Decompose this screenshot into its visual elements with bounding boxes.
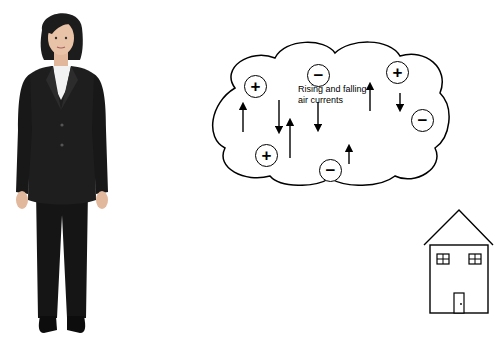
- cloud-shape: Rising and falling air currents + − + − + −: [205, 38, 450, 186]
- charge-circle: −: [411, 109, 434, 132]
- charge-sign: −: [418, 112, 428, 129]
- woman-figure: [0, 0, 130, 339]
- charge-sign: +: [262, 147, 272, 164]
- charge-sign: +: [251, 78, 261, 95]
- cloud-label: Rising and falling air currents: [298, 84, 378, 106]
- charge-sign: −: [314, 67, 324, 84]
- charge-sign: +: [393, 64, 403, 81]
- charge-circle: +: [244, 75, 267, 98]
- house-drawing: [420, 205, 495, 317]
- charge-sign: −: [326, 162, 336, 179]
- charge-circle: −: [319, 159, 342, 182]
- charge-circle: +: [255, 144, 278, 167]
- charge-circle: +: [386, 61, 409, 84]
- charge-circle: −: [307, 64, 330, 87]
